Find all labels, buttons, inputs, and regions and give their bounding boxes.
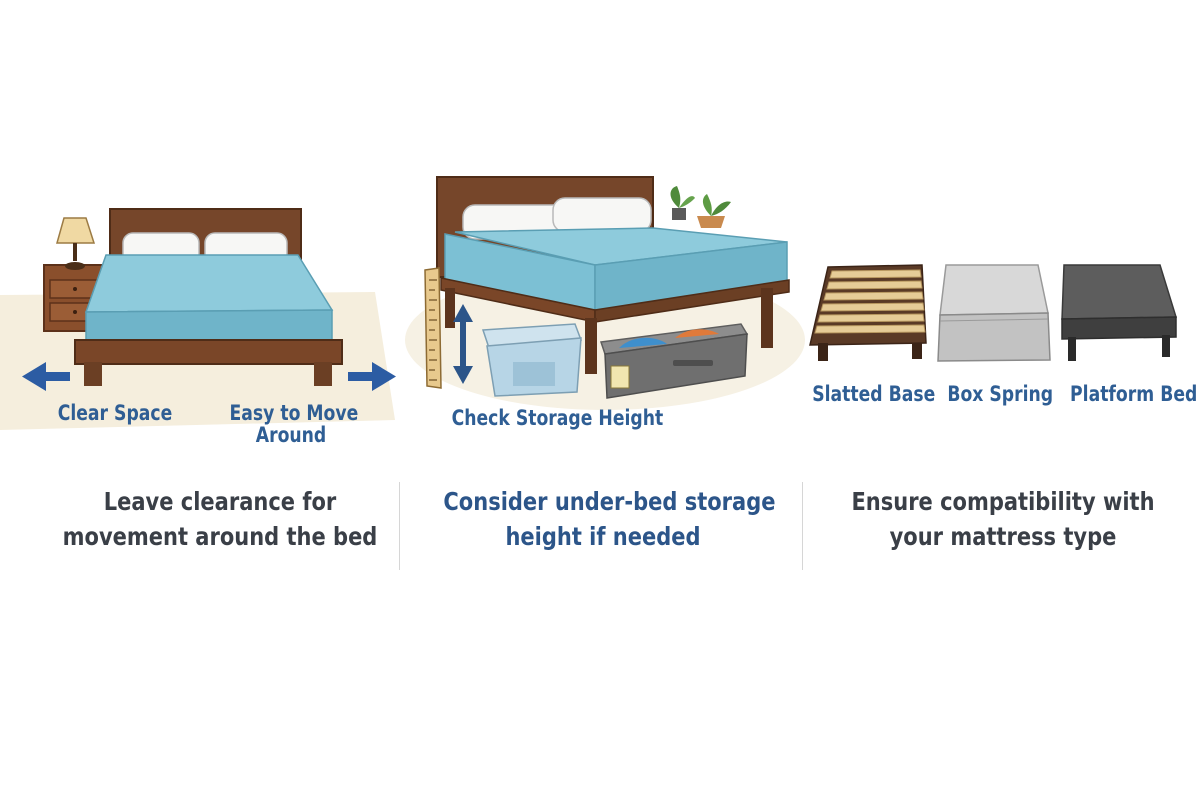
label-box-spring: Box Spring	[947, 382, 1054, 406]
base-types-illustration	[809, 264, 1178, 362]
pillow	[552, 197, 652, 233]
label-easy-to-move: Easy to Move	[229, 401, 359, 425]
panel-storage	[405, 170, 805, 410]
label-around: Around	[255, 423, 327, 447]
storage-illustration	[405, 176, 805, 410]
caption-mattress-type-line1: Ensure compatibility with	[851, 487, 1155, 516]
height-arrow-icon	[453, 304, 473, 384]
left-arrow-icon	[22, 362, 70, 391]
slatted-base	[809, 264, 927, 361]
mattress	[84, 254, 334, 313]
panel-clearance	[0, 200, 400, 450]
plant-icon	[670, 186, 731, 228]
storage-bin-icon	[481, 323, 583, 397]
label-slatted-base: Slatted Base	[812, 382, 936, 406]
caption-storage-line2: height if needed	[505, 522, 701, 551]
box-spring	[937, 264, 1051, 362]
ruler-icon	[424, 267, 442, 389]
storage-bin-icon	[600, 323, 749, 399]
label-clear-space: Clear Space	[57, 401, 173, 425]
label-check-storage-height: Check Storage Height	[451, 406, 664, 430]
caption-clearance: Leave clearance for movement around the …	[60, 484, 379, 554]
platform-bed	[1061, 264, 1178, 361]
caption-mattress-type: Ensure compatibility with your mattress …	[843, 484, 1162, 554]
caption-storage: Consider under-bed storage height if nee…	[443, 484, 776, 554]
caption-clearance-line2: movement around the bed	[62, 522, 378, 551]
bed-frame	[74, 339, 343, 365]
panel-mattress-type	[800, 255, 1200, 370]
clearance-illustration	[0, 208, 396, 430]
caption-clearance-line1: Leave clearance for	[103, 487, 337, 516]
right-arrow-icon	[348, 362, 396, 391]
lamp-icon	[56, 217, 96, 270]
caption-storage-line1: Consider under-bed storage	[443, 487, 776, 516]
divider	[399, 482, 400, 570]
divider	[802, 482, 803, 570]
caption-mattress-type-line2: your mattress type	[889, 522, 1117, 551]
label-platform-bed: Platform Bed	[1070, 382, 1198, 406]
